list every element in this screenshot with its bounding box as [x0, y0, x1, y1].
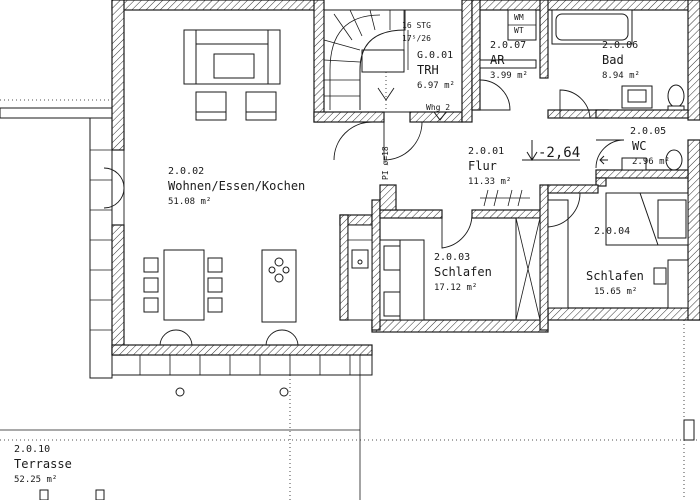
room-id: 2.0.07: [490, 40, 526, 51]
room-area: 8.94 m²: [602, 71, 640, 81]
storage-shelf: [479, 59, 537, 69]
room-name: AR: [490, 53, 505, 67]
room-name: Schlafen: [586, 269, 644, 283]
wardrobe-2-0-04: [547, 199, 569, 309]
staircase: [323, 9, 463, 113]
room-label-2-0-06: 2.0.06 Bad 8.94 m²: [602, 40, 640, 81]
bed-2-0-04: [605, 192, 689, 246]
room-id: 2.0.01: [468, 146, 504, 157]
level-text: -2,64: [538, 145, 580, 161]
terrace: [0, 99, 700, 500]
room-area: 11.33 m²: [468, 177, 511, 187]
exterior-walls: [111, 0, 700, 356]
room-label-2-0-04: 2.0.04 Schlafen 15.65 m²: [586, 226, 644, 297]
stairs-ratio-label: 17⁵/26: [402, 34, 431, 43]
room-name: TRH: [417, 63, 439, 77]
room-area: 2.96 m²: [632, 157, 670, 167]
room-name: Flur: [468, 159, 497, 173]
level-marker: -2,64: [522, 140, 580, 161]
room-area: 51.08 m²: [168, 197, 211, 207]
room-area: 52.25 m²: [14, 475, 57, 485]
wm-label: WM: [514, 13, 524, 22]
stairs-steps-label: 16 STG: [402, 21, 431, 30]
desk-2-0-04: [653, 259, 689, 309]
room-label-2-0-05: 2.0.05 WC 2.96 m²: [630, 126, 670, 167]
room-name: Bad: [602, 53, 624, 67]
kitchen-island: [261, 249, 297, 323]
flur-arrow: [599, 155, 608, 165]
room-label-2-0-02: 2.0.02 Wohnen/Essen/Kochen 51.08 m²: [168, 166, 305, 207]
room-label-2-0-10: 2.0.10 Terrasse 52.25 m²: [14, 444, 72, 485]
sofa: [183, 29, 281, 85]
pi-label: PI ø=18: [381, 146, 390, 180]
room-name: Terrasse: [14, 457, 72, 471]
room-label-2-0-03: 2.0.03 Schlafen 17.12 m²: [434, 252, 492, 293]
flur-dimension-marks: [480, 189, 530, 207]
room-id: 2.0.06: [602, 40, 638, 51]
room-id: 2.0.04: [594, 226, 630, 237]
room-id: 2.0.10: [14, 444, 50, 455]
bathtub: [551, 9, 633, 45]
room-name: Wohnen/Essen/Kochen: [168, 179, 305, 193]
room-name: WC: [632, 139, 646, 153]
room-label-2-0-07: 2.0.07 AR 3.99 m²: [490, 40, 528, 81]
room-id: G.0.01: [417, 50, 453, 61]
whg-marker: [433, 111, 447, 121]
bath-sink-toilet: [621, 84, 685, 111]
kitchen-counter: [347, 224, 373, 321]
coffee-table: [213, 53, 255, 79]
room-area: 6.97 m²: [417, 81, 455, 91]
wt-label: WT: [514, 26, 524, 35]
washer-dryer: [507, 9, 537, 41]
bed-2-0-03: [379, 239, 425, 321]
room-id: 2.0.02: [168, 166, 204, 177]
room-label-2-0-01: 2.0.01 Flur 11.33 m²: [468, 146, 511, 187]
room-area: 17.12 m²: [434, 283, 477, 293]
room-area: 3.99 m²: [490, 71, 528, 81]
doors: [103, 79, 625, 346]
whg-label: Whg 2: [426, 103, 450, 112]
room-label-g-0-01: G.0.01 TRH 6.97 m²: [417, 50, 455, 91]
room-area: 15.65 m²: [594, 287, 637, 297]
wc-fixtures: [621, 149, 683, 171]
room-id: 2.0.03: [434, 252, 470, 263]
wardrobe-2-0-03: [515, 217, 541, 321]
room-name: Schlafen: [434, 265, 492, 279]
armchairs: [195, 91, 277, 121]
dining-table: [143, 249, 223, 321]
room-id: 2.0.05: [630, 126, 666, 137]
